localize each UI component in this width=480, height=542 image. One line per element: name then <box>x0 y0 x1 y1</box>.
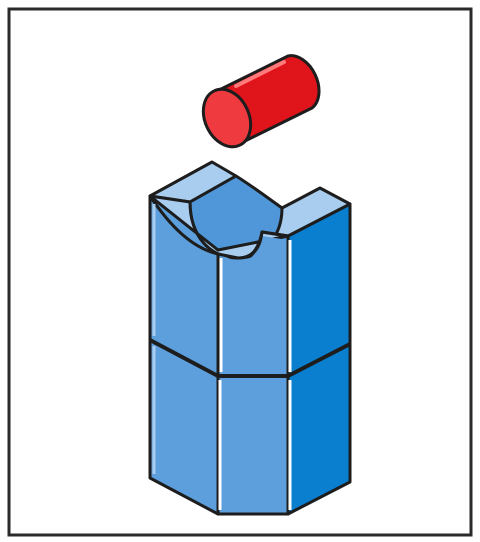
red-cylinder <box>201 54 321 149</box>
cylinder-highlight <box>234 60 286 88</box>
bottom-right-front <box>216 374 290 516</box>
top-left-front-fill <box>150 200 218 376</box>
cylinder-cap <box>201 87 253 149</box>
top-block <box>148 160 352 378</box>
block-divider <box>149 338 351 378</box>
top-right-front-fill <box>218 236 288 376</box>
